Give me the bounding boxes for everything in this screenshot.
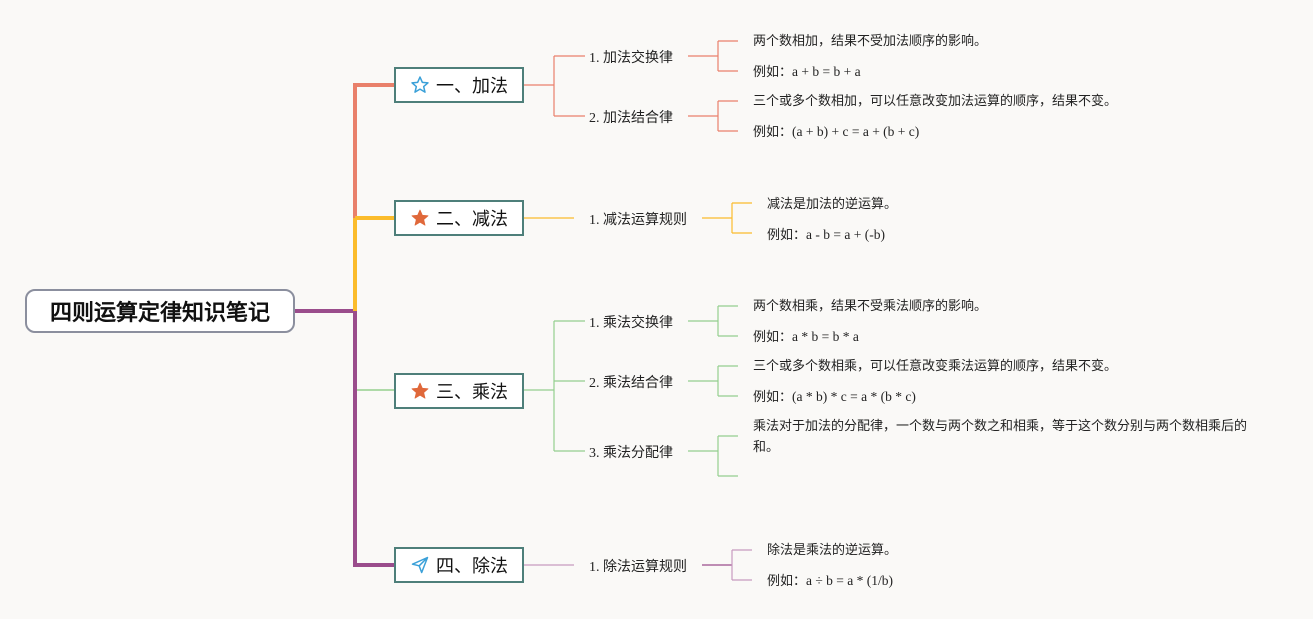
leaf-example[interactable]: 例如：(a + b) + c = a + (b + c)	[753, 121, 919, 143]
branch-addition[interactable]: 一、加法	[394, 67, 524, 103]
example-prefix: 例如：	[767, 228, 807, 243]
sub-node[interactable]: 3. 乘法分配律	[589, 446, 673, 461]
example-formula: (a + b) + c = a + (b + c)	[792, 124, 920, 139]
leaf-note[interactable]: 三个或多个数相乘，可以任意改变乘法运算的顺序，结果不变。	[753, 359, 1118, 374]
example-prefix: 例如：	[753, 330, 793, 345]
branch3-lines	[524, 305, 738, 477]
leaf-note[interactable]: 乘法对于加法的分配律，一个数与两个数之和相乘，等于这个数分别与两个数相乘后的和。	[753, 419, 1248, 455]
root-node[interactable]: 四则运算定律知识笔记	[25, 289, 295, 333]
sub-node[interactable]: 1. 除法运算规则	[589, 560, 687, 575]
branch1-lines	[524, 40, 738, 132]
paper-plane-icon	[411, 556, 429, 574]
branch-label: 一、加法	[436, 76, 508, 97]
sub-node[interactable]: 2. 加法结合律	[589, 111, 673, 126]
sub-node[interactable]: 1. 减法运算规则	[589, 213, 687, 228]
root-title: 四则运算定律知识笔记	[49, 301, 270, 326]
trunk-purple	[353, 311, 394, 567]
example-prefix: 例如：	[753, 125, 793, 140]
leaf-example[interactable]: 例如：a ÷ b = a * (1/b)	[767, 570, 893, 592]
branch-label: 四、除法	[436, 556, 508, 577]
sub-node[interactable]: 1. 乘法交换律	[589, 316, 673, 331]
sub-node[interactable]: 1. 加法交换律	[589, 51, 673, 66]
leaf-note[interactable]: 除法是乘法的逆运算。	[767, 543, 898, 558]
leaf-note[interactable]: 两个数相加，结果不受加法顺序的影响。	[753, 34, 988, 49]
branch-label: 三、乘法	[436, 382, 508, 403]
branch4-leaf-forks	[731, 549, 752, 581]
leaf-note[interactable]: 两个数相乘，结果不受乘法顺序的影响。	[753, 299, 988, 314]
branch-division[interactable]: 四、除法	[394, 547, 524, 583]
branch2-lines	[524, 202, 752, 234]
sub-node[interactable]: 2. 乘法结合律	[589, 376, 673, 391]
star-outline-icon	[411, 76, 429, 93]
leaf-example[interactable]: 例如：a * b = b * a	[753, 326, 859, 348]
star-filled-icon	[411, 382, 429, 399]
example-formula: a + b = b + a	[792, 64, 861, 79]
example-prefix: 例如：	[767, 574, 807, 589]
trunk-orange	[353, 83, 394, 218]
leaf-example[interactable]: 例如：a - b = a + (-b)	[767, 224, 885, 246]
leaf-example[interactable]: 例如：a + b = b + a	[753, 61, 861, 83]
example-formula: (a * b) * c = a * (b * c)	[792, 389, 916, 404]
example-prefix: 例如：	[753, 390, 793, 405]
example-formula: a ÷ b = a * (1/b)	[806, 573, 894, 588]
star-filled-icon	[411, 209, 429, 226]
example-formula: a * b = b * a	[792, 329, 859, 344]
example-prefix: 例如：	[753, 65, 793, 80]
branch-subtraction[interactable]: 二、减法	[394, 200, 524, 236]
leaf-example[interactable]: 例如：(a * b) * c = a * (b * c)	[753, 386, 916, 408]
leaf-note[interactable]: 减法是加法的逆运算。	[767, 197, 898, 212]
example-formula: a - b = a + (-b)	[806, 227, 885, 242]
branch-multiplication[interactable]: 三、乘法	[394, 373, 524, 409]
leaf-note[interactable]: 三个或多个数相加，可以任意改变加法运算的顺序，结果不变。	[753, 94, 1118, 109]
branch-label: 二、减法	[436, 209, 508, 230]
